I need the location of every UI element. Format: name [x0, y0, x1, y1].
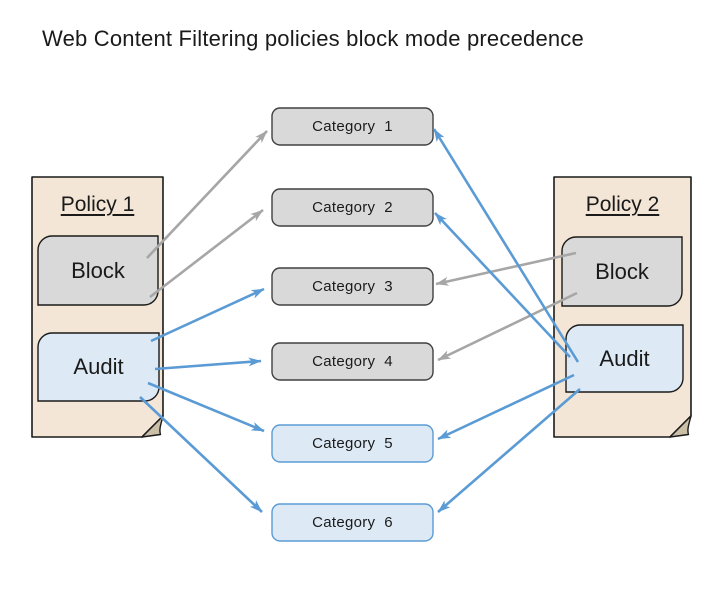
arrow-policy2-block-to-category3 — [435, 251, 577, 286]
category1-box — [271, 107, 434, 146]
category5-box — [271, 424, 434, 463]
policy2-document — [553, 176, 692, 438]
arrow-policy1-audit-to-category5 — [147, 381, 265, 433]
arrow-policy2-audit-to-category1 — [432, 128, 580, 363]
category4-box — [271, 342, 434, 381]
category6-box — [271, 503, 434, 542]
arrow-policy2-audit-to-category2 — [434, 212, 571, 358]
policy2-audit-box — [565, 324, 684, 393]
arrow-policy1-audit-to-category4 — [154, 357, 262, 371]
policy2-folded-corner-icon — [669, 415, 692, 438]
policy2-block-box — [561, 236, 683, 307]
policy1-folded-corner-icon — [141, 415, 164, 438]
arrow-policy1-block-to-category2 — [149, 208, 264, 299]
arrow-policy1-block-to-category1 — [146, 130, 268, 259]
arrow-policy2-audit-to-category5 — [437, 373, 575, 441]
arrow-policy2-audit-to-category6 — [437, 388, 581, 513]
policy1-audit-box — [37, 332, 160, 402]
arrow-policy1-audit-to-category3 — [150, 287, 265, 343]
arrow-policy1-audit-to-category6 — [139, 396, 263, 513]
category3-box — [271, 267, 434, 306]
policy1-block-box — [37, 235, 159, 306]
category2-box — [271, 188, 434, 227]
arrow-policy2-block-to-category4 — [437, 291, 578, 362]
